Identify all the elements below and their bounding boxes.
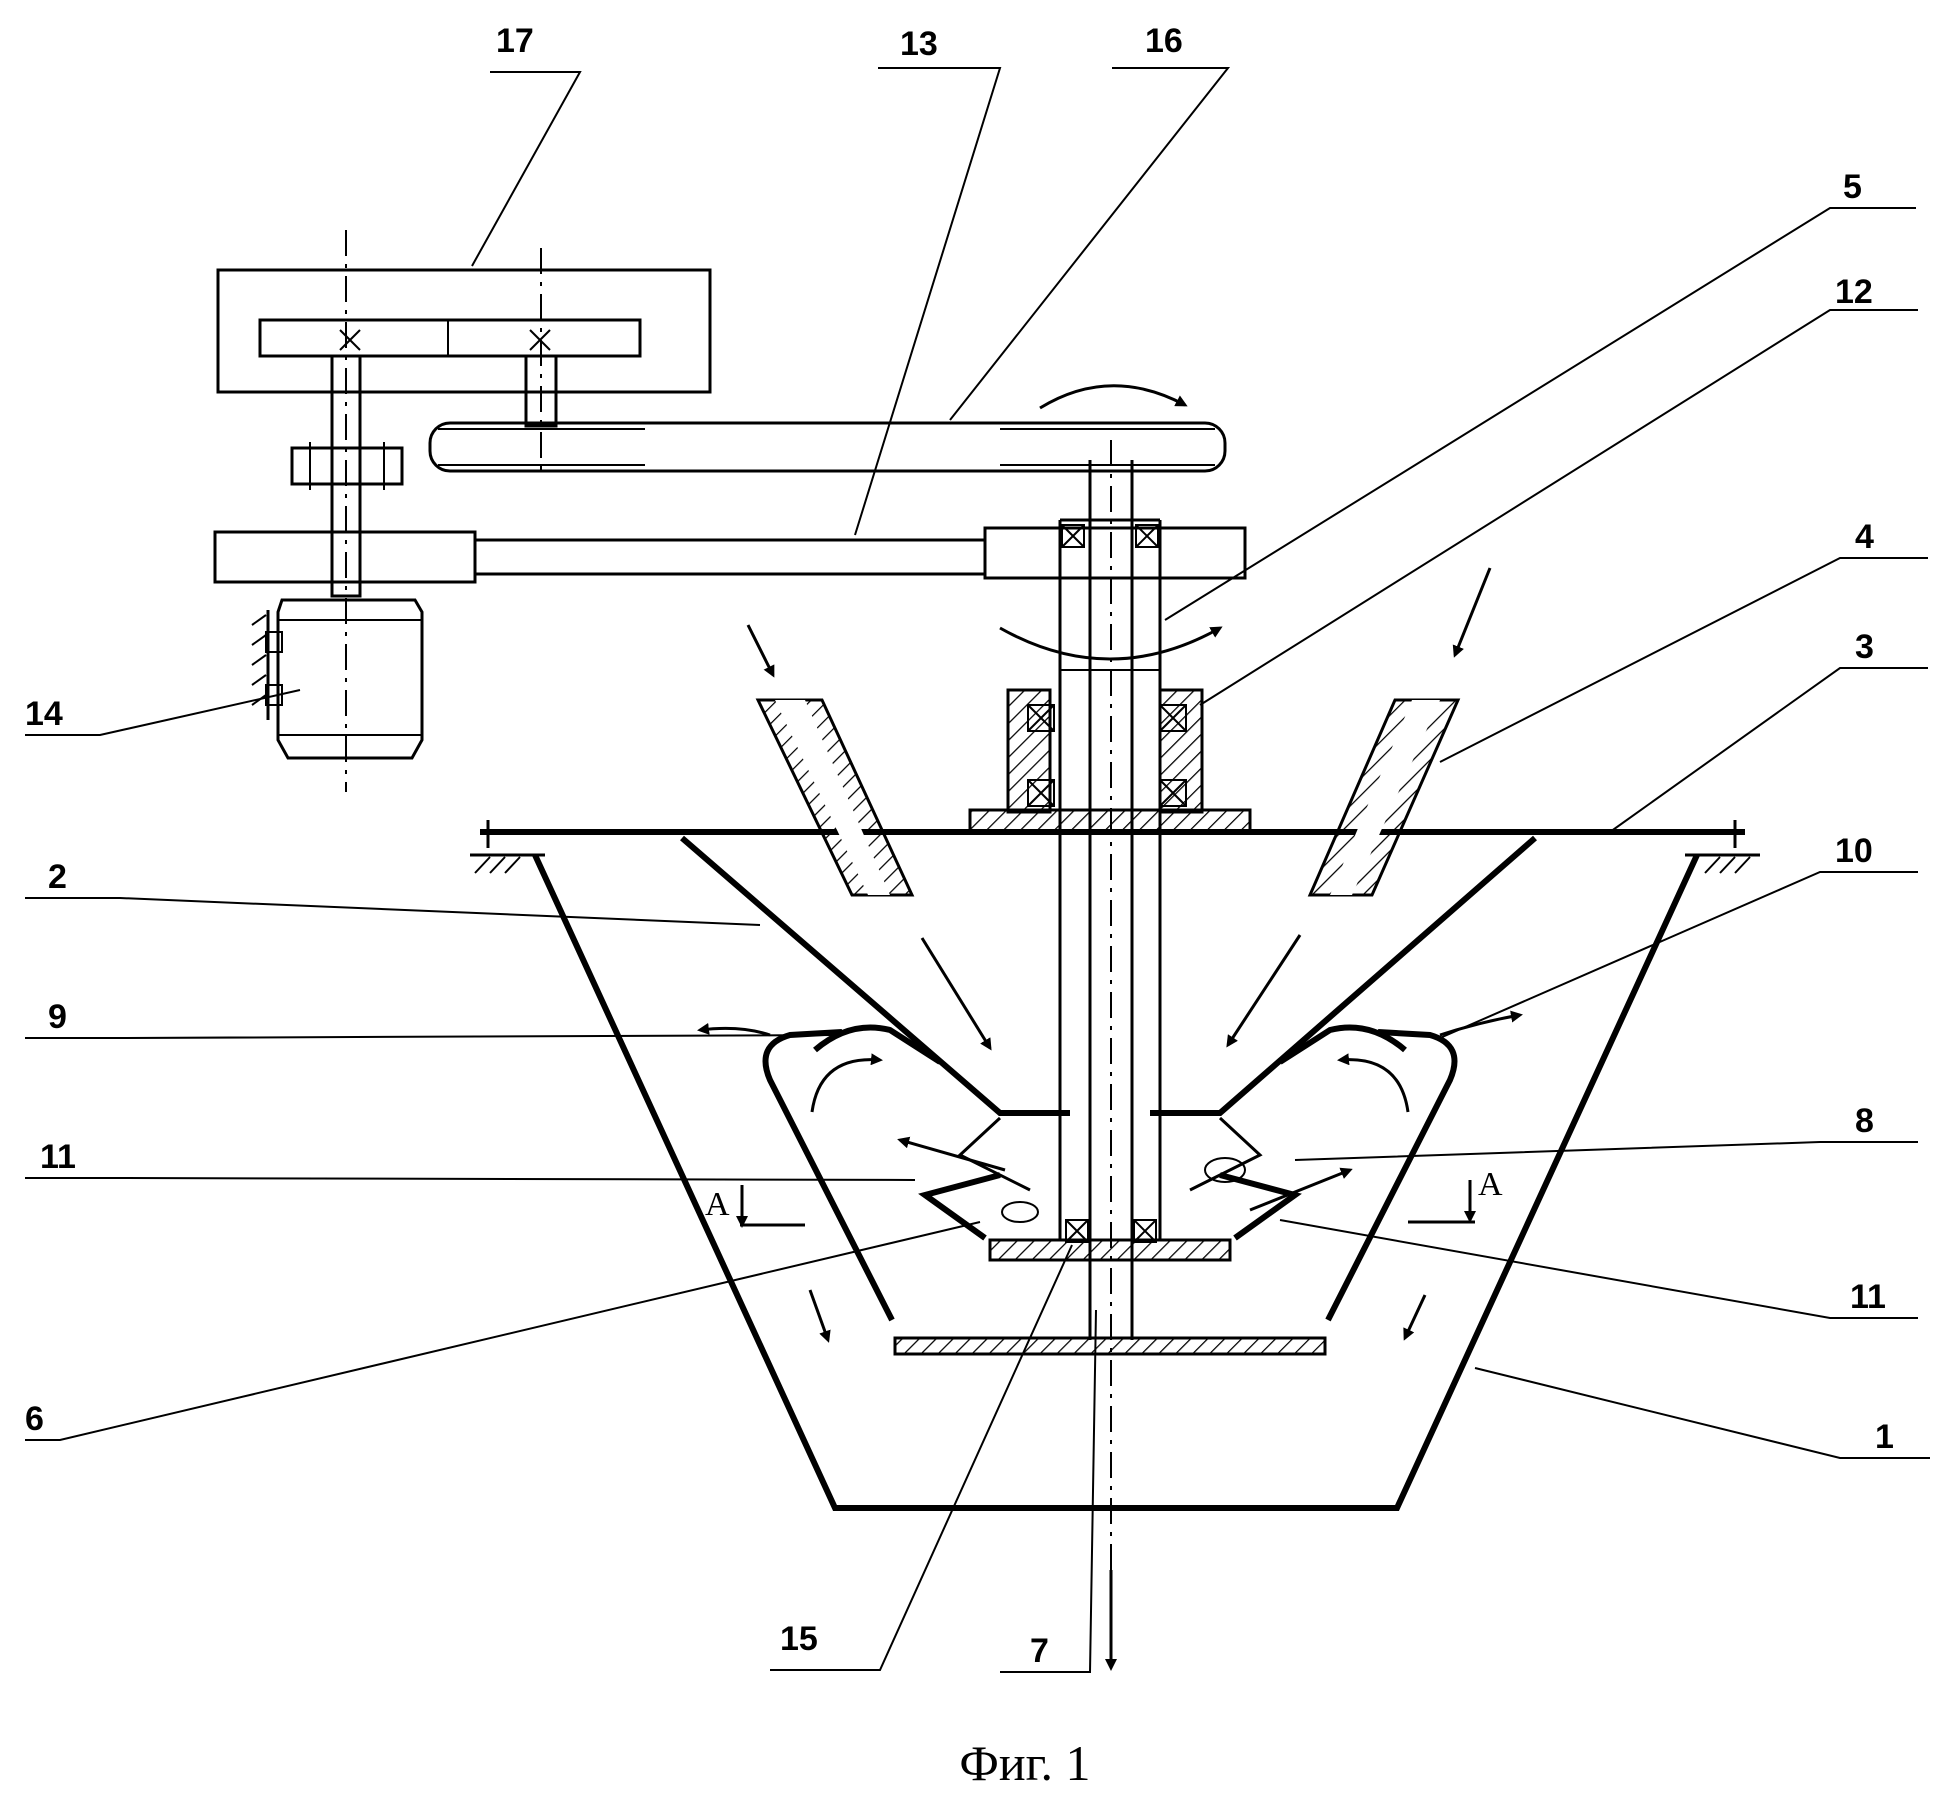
callout-8: 8 xyxy=(1294,1102,1918,1161)
feed-pipe-left xyxy=(755,698,915,897)
inner-shaft xyxy=(1088,460,1134,1340)
label-5: 5 xyxy=(1843,168,1862,206)
section-mark-left: A xyxy=(705,1185,805,1228)
label-3: 3 xyxy=(1855,628,1874,666)
label-8: 8 xyxy=(1855,1102,1874,1140)
rotor-bowl xyxy=(762,1024,1458,1356)
callout-4: 4 xyxy=(1439,518,1928,763)
callout-15: 15 xyxy=(770,1244,1073,1671)
label-1: 1 xyxy=(1875,1418,1894,1456)
motor xyxy=(251,598,424,760)
callout-5: 5 xyxy=(1164,168,1916,621)
label-13: 13 xyxy=(900,25,938,63)
gearbox xyxy=(216,268,712,394)
label-4: 4 xyxy=(1855,518,1874,556)
callout-16: 16 xyxy=(949,22,1231,421)
label-9: 9 xyxy=(48,998,67,1036)
inner-cone xyxy=(680,835,1537,1116)
section-label-right: A xyxy=(1478,1166,1503,1203)
callout-10: 10 xyxy=(1439,832,1918,1039)
callout-3: 3 xyxy=(1609,628,1928,833)
callout-12: 12 xyxy=(1199,273,1918,706)
callout-6: 6 xyxy=(25,1221,981,1441)
belt-drive xyxy=(428,421,1227,473)
callout-2: 2 xyxy=(25,858,761,926)
label-16: 16 xyxy=(1145,22,1183,60)
callout-9: 9 xyxy=(25,998,841,1039)
label-17: 17 xyxy=(496,22,534,60)
rotation-arrow-mid xyxy=(999,626,1223,661)
label-11-right: 11 xyxy=(1850,1278,1886,1316)
callout-11-right: 11 xyxy=(1279,1219,1918,1319)
section-mark-right: A xyxy=(1408,1166,1503,1224)
outer-vessel xyxy=(470,820,1760,1511)
callout-13: 13 xyxy=(854,25,1002,536)
bearing-housing xyxy=(968,688,1252,834)
label-11-left: 11 xyxy=(40,1138,76,1176)
callout-17: 17 xyxy=(471,22,582,267)
callout-7: 7 xyxy=(1000,1309,1097,1673)
flow-arrows xyxy=(697,567,1523,1343)
label-12: 12 xyxy=(1835,273,1873,311)
figure-caption: Фиг. 1 xyxy=(959,1735,1090,1791)
callout-11-left: 11 xyxy=(25,1138,916,1181)
label-2: 2 xyxy=(48,858,67,896)
rotation-arrow-top xyxy=(1039,384,1188,410)
label-14: 14 xyxy=(25,695,63,733)
gear-shafts xyxy=(290,230,558,792)
callout-1: 1 xyxy=(1474,1367,1930,1459)
label-15: 15 xyxy=(780,1620,818,1658)
feed-pipe-right xyxy=(1307,698,1461,897)
label-7: 7 xyxy=(1030,1632,1049,1670)
label-6: 6 xyxy=(25,1400,44,1438)
section-label-left: A xyxy=(705,1186,730,1223)
label-10: 10 xyxy=(1835,832,1873,870)
callout-14: 14 xyxy=(25,689,301,736)
